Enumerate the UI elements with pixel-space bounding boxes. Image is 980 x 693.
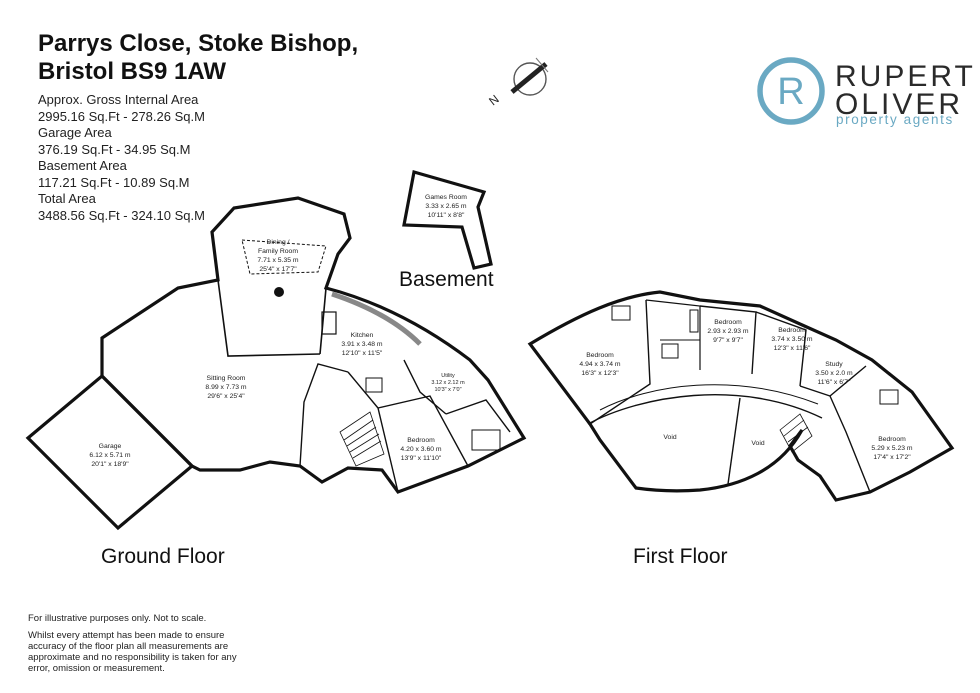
first-bedroom-1-imperial: 16'3" x 12'3" (581, 370, 619, 377)
ground-bedroom-imperial: 13'9" x 11'10" (401, 455, 442, 462)
sitting-room-metric: 8.99 x 7.73 m (205, 384, 247, 391)
gross-area-value: 2995.16 Sq.Ft - 278.26 Sq.M (38, 108, 205, 124)
study-imperial: 11'6" x 6'7" (818, 379, 852, 386)
title-line-2: Bristol BS9 1AW (38, 58, 227, 85)
kitchen-name: Kitchen (351, 332, 374, 339)
garage-imperial: 20'1" x 18'9" (91, 461, 129, 468)
logo-line-2: OLIVER (835, 88, 964, 121)
first-bedroom-4-name: Bedroom (878, 436, 906, 443)
first-bedroom-2-metric: 2.93 x 2.93 m (707, 328, 749, 335)
total-area-value: 3488.56 Sq.Ft - 324.10 Sq.M (38, 207, 205, 223)
void-2-label: Void (751, 440, 764, 447)
gross-area-label: Approx. Gross Internal Area (38, 92, 199, 107)
first-bedroom-1-name: Bedroom (586, 352, 614, 359)
dining-room-name-1: Dining / (266, 239, 289, 246)
first-bedroom-2-imperial: 9'7" x 9'7" (713, 337, 743, 344)
first-bedroom-3-imperial: 12'3" x 11'6" (774, 345, 811, 352)
compass-icon: N (486, 57, 549, 108)
ground-bedroom-name: Bedroom (407, 437, 435, 444)
property-title: Parrys Close, Stoke Bishop, Bristol BS9 … (38, 30, 358, 86)
basement-area-value: 117.21 Sq.Ft - 10.89 Sq.M (38, 174, 190, 190)
games-room-metric: 3.33 x 2.65 m (425, 203, 467, 210)
study-name: Study (825, 361, 843, 368)
garage-area-label: Garage Area (38, 125, 112, 140)
games-room-name: Games Room (425, 194, 467, 201)
logo-circle-icon: R (757, 57, 825, 125)
kitchen-imperial: 12'10" x 11'5" (342, 350, 383, 357)
first-bedroom-4-imperial: 17'4" x 17'2" (873, 454, 911, 461)
sitting-room-imperial: 29'6" x 25'4" (207, 393, 245, 400)
sitting-room-name: Sitting Room (207, 375, 246, 382)
compass: N (484, 52, 560, 121)
first-bedroom-3-name: Bedroom (778, 327, 806, 334)
disclaimer: For illustrative purposes only. Not to s… (28, 613, 248, 680)
disclaimer-line-1: For illustrative purposes only. Not to s… (28, 613, 207, 624)
logo-letter: R (777, 71, 804, 113)
garage-name: Garage (99, 443, 122, 450)
dining-room-imperial: 25'4" x 17'7" (259, 266, 297, 273)
dining-room-metric: 7.71 x 5.35 m (257, 257, 299, 264)
first-bedroom-2-name: Bedroom (714, 319, 742, 326)
utility-metric: 3.12 x 2.12 m (431, 380, 465, 386)
kitchen-metric: 3.91 x 3.48 m (341, 341, 383, 348)
basement-label: Basement (399, 268, 494, 291)
study-metric: 3.50 x 2.0 m (815, 370, 853, 377)
void-1-label: Void (663, 434, 676, 441)
utility-name: Utility (441, 373, 455, 379)
area-summary: Approx. Gross Internal Area 2995.16 Sq.F… (38, 92, 205, 224)
ground-floor-label: Ground Floor (101, 545, 225, 568)
garage-area-value: 376.19 Sq.Ft - 34.95 Sq.M (38, 141, 191, 157)
agency-logo: R (756, 56, 826, 131)
ground-bedroom-metric: 4.20 x 3.60 m (400, 446, 442, 453)
first-bedroom-1-metric: 4.94 x 3.74 m (579, 361, 621, 368)
utility-imperial: 10'3" x 7'0" (434, 387, 461, 393)
ground-floor-outline (100, 196, 527, 494)
games-room-imperial: 10'11" x 8'8" (428, 212, 465, 219)
logo-tagline: property agents (836, 112, 954, 127)
disclaimer-line-2: Whilst every attempt has been made to en… (28, 630, 237, 674)
basement-area-label: Basement Area (38, 158, 127, 173)
basement-outline (402, 169, 493, 270)
first-floor-outline (527, 290, 955, 502)
garage-metric: 6.12 x 5.71 m (89, 452, 131, 459)
first-bedroom-4-metric: 5.29 x 5.23 m (871, 445, 913, 452)
dining-room-name-2: Family Room (258, 248, 298, 255)
first-floor-label: First Floor (633, 545, 728, 568)
logo-line-1: RUPERT (835, 60, 976, 93)
first-bedroom-3-metric: 3.74 x 3.50 m (771, 336, 813, 343)
title-line-1: Parrys Close, Stoke Bishop, (38, 30, 359, 57)
total-area-label: Total Area (38, 191, 96, 206)
